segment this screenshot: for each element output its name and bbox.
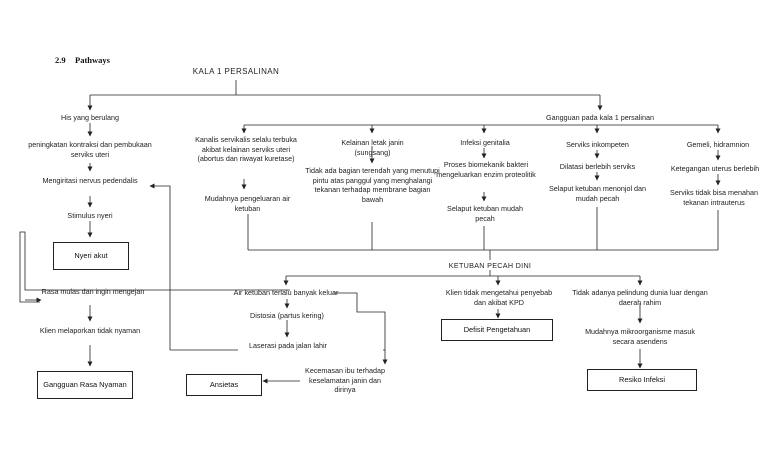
node-gangguan-kala: Gangguan pada kala 1 persalinan — [546, 113, 654, 122]
diagnosis-defisit-pengetahuan: Defisit Pengetahuan — [441, 319, 553, 341]
node-dilatasi: Dilatasi berlebih serviks — [559, 162, 636, 171]
node-mudah-air: Mudahnya pengeluaran air ketuban — [204, 194, 291, 213]
diagnosis-resiko-infeksi: Resiko Infeksi — [587, 369, 697, 391]
node-his: His yang berulang — [61, 113, 119, 122]
section-number: 2.9 — [55, 55, 66, 65]
node-serviks-tidak: Serviks tidak bisa menahan tekanan intra… — [670, 188, 758, 207]
node-ketegangan: Ketegangan uterus berlebih — [670, 164, 760, 173]
diagnosis-ansietas: Ansietas — [186, 374, 262, 396]
node-selaput1: Selaput ketuban mudah pecah — [447, 204, 523, 223]
node-air-ketuban: Air ketuban terlalu banyak keluar — [233, 288, 339, 297]
node-mudahnya: Mudahnya mikroorganisme masuk secara ase… — [585, 327, 695, 346]
node-kanalis: Kanalis servikalis selalu terbuka akibat… — [195, 135, 297, 163]
node-kontraksi: peningkatan kontraksi dan pembukaan serv… — [28, 140, 152, 159]
node-klien-lapor: Klien melaporkan tidak nyaman — [39, 326, 141, 335]
node-kelainan-letak: Kelainan letak janin (sungsang) — [341, 138, 404, 157]
node-proses: Proses biomekanik bakteri mengeluarkan e… — [436, 160, 536, 179]
node-kecemasan: Kecemasan ibu terhadap keselamatan janin… — [305, 366, 385, 394]
node-gemeli: Gemeli, hidramnion — [686, 140, 750, 149]
node-tidak-adanya: Tidak adanya pelindung dunia luar dengan… — [572, 288, 708, 307]
node-klien-tidak: Klien tidak mengetahui penyebab dan akib… — [445, 288, 553, 307]
node-kpd: KETUBAN PECAH DINI — [448, 261, 532, 270]
node-serviks-inkompeten: Serviks inkompeten — [566, 140, 629, 149]
node-laserasi: Laserasi pada jalan lahir — [249, 341, 327, 350]
node-tidak-ada: Tidak ada bagian terendah yang menutupi … — [305, 166, 440, 204]
diagnosis-gangguan-rasa-nyaman: Gangguan Rasa Nyaman — [37, 371, 133, 399]
section-title: Pathways — [75, 55, 110, 65]
node-stimulus: Stimulus nyeri — [67, 211, 113, 220]
diagnosis-nyeri-akut: Nyeri akut — [53, 242, 129, 270]
node-distosia: Distosia (partus kering) — [250, 311, 324, 320]
root-node: KALA 1 PERSALINAN — [192, 67, 280, 76]
node-infeksi: Infeksi genitalia — [460, 138, 510, 147]
node-rasa-mulas: Rasa mulas dan ingin mengejan — [41, 287, 145, 296]
node-mengiritasi: Mengiritasi nervus pedendalis — [42, 176, 138, 185]
node-selaput2: Selaput ketuban menonjol dan mudah pecah — [548, 184, 647, 203]
